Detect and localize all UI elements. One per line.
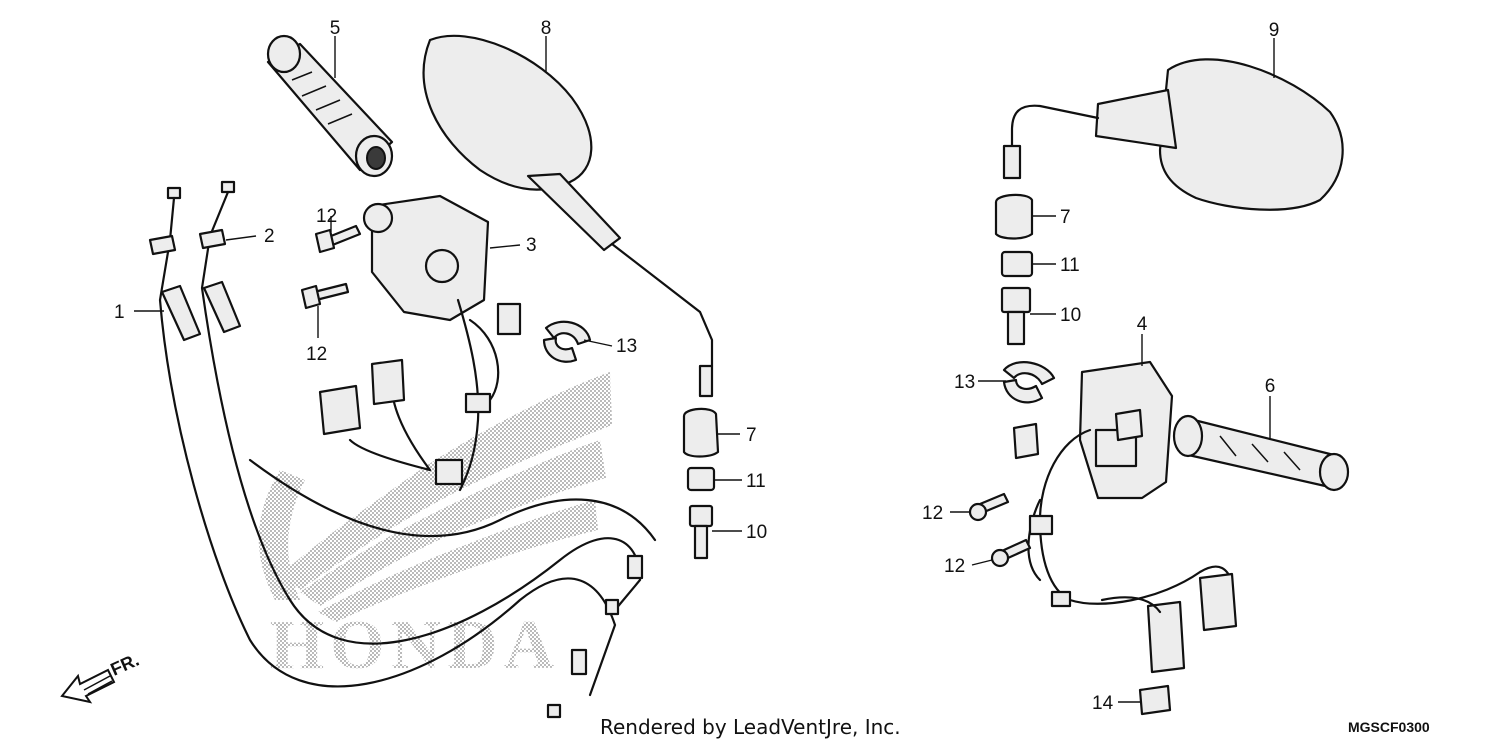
callout-1: 1	[114, 302, 125, 323]
front-direction-arrow: FR.	[60, 650, 142, 704]
bolt-part-10-left[interactable]	[688, 504, 714, 560]
rubber-cap-part-7-left[interactable]	[682, 407, 720, 458]
callout-10-right: 10	[1060, 305, 1081, 326]
callout-12-lower-left: 12	[306, 344, 327, 365]
honda-watermark-text: HONDA	[270, 607, 561, 684]
callout-7-left: 7	[746, 425, 757, 446]
callout-6: 6	[1265, 376, 1276, 397]
bolt-part-10-right[interactable]	[1000, 286, 1032, 346]
callout-2: 2	[264, 226, 275, 247]
callout-14: 14	[1092, 693, 1114, 714]
callout-12-lower-right: 12	[944, 556, 965, 577]
callout-11-right: 11	[1060, 255, 1080, 276]
bolt-part-12-upper-right[interactable]	[968, 492, 1010, 522]
mirror-part-8[interactable]	[422, 34, 714, 398]
callout-13-right: 13	[954, 372, 975, 393]
callout-4: 4	[1137, 314, 1148, 335]
callout-12-upper-right: 12	[922, 503, 943, 524]
handlebar-switch-part-3[interactable]	[318, 194, 522, 492]
callout-13-left: 13	[616, 336, 637, 357]
handlebar-switch-part-4[interactable]	[1012, 360, 1238, 674]
clamp-part-13-left[interactable]	[542, 320, 592, 363]
grip-part-6[interactable]	[1172, 414, 1350, 492]
honda-wing-logo: HONDA	[258, 372, 612, 684]
callout-12-upper-left: 12	[316, 206, 337, 227]
credit-text: Rendered by LeadVentJre, Inc.	[600, 715, 901, 739]
clamp-part-13-right[interactable]	[1002, 361, 1056, 404]
callout-11-left: 11	[746, 471, 766, 492]
bolt-part-12-upper-left[interactable]	[314, 224, 362, 254]
rubber-cap-part-7-right[interactable]	[994, 193, 1034, 240]
diagram-code: MGSCF0300	[1348, 719, 1430, 735]
direction-label: FR.	[107, 650, 142, 680]
clip-part-14[interactable]	[1138, 684, 1172, 716]
leader-lines	[134, 36, 1275, 703]
callout-5: 5	[330, 18, 341, 39]
mirror-part-9[interactable]	[1002, 58, 1344, 211]
callout-3: 3	[526, 235, 537, 256]
callout-9: 9	[1269, 20, 1280, 41]
throttle-cable-part-2[interactable]	[198, 180, 657, 676]
throttle-cable-part-1[interactable]	[148, 186, 617, 719]
nut-part-11-right[interactable]	[1000, 250, 1034, 278]
nut-part-11-left[interactable]	[686, 466, 716, 492]
callout-7-right: 7	[1060, 207, 1071, 228]
callout-10-left: 10	[746, 522, 767, 543]
bolt-part-12-lower-right[interactable]	[990, 538, 1032, 568]
callout-labels: 5 8 9 2 1 3 12 12 13 7 11 10 7 11 10 4 1…	[114, 18, 1279, 714]
bolt-part-12-lower-left[interactable]	[300, 282, 350, 310]
callout-8: 8	[541, 18, 552, 39]
grip-part-5[interactable]	[266, 34, 394, 178]
